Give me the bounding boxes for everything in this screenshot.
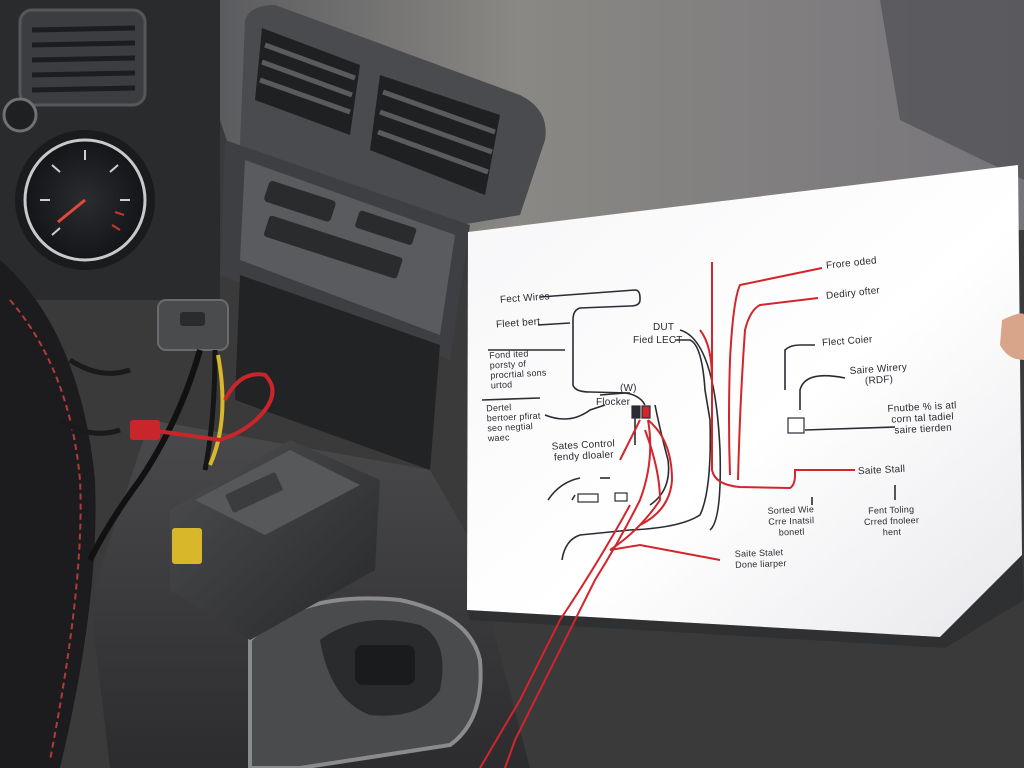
connector-plug-slot — [180, 312, 205, 326]
black-wire-1 — [87, 349, 203, 562]
hand-thumb — [1000, 313, 1024, 360]
paper-shadow — [467, 555, 1024, 648]
gauge-red-ticks — [111, 211, 125, 231]
center-vent-slats — [259, 42, 496, 175]
diagram-paper — [467, 165, 1022, 637]
label-sates-control: Sates Control fendy dloaler — [551, 438, 616, 464]
steering-wheel — [0, 260, 96, 768]
misc-wires-left — [58, 357, 131, 436]
yellow-wire — [208, 354, 225, 466]
label-saite-stalet: Saite Stalet Done liarper — [734, 547, 787, 570]
gauge-ticks — [40, 150, 130, 236]
label-saire-wirery: Saire Wirery (RDF) — [849, 362, 908, 387]
cubby — [235, 275, 440, 470]
gear-shift-slot — [355, 645, 415, 685]
label-dut: DUT — [653, 322, 675, 333]
red-wire-loop — [149, 372, 275, 443]
gauge-needle — [57, 198, 86, 224]
label-fied-lect: Fied LECT — [633, 335, 683, 346]
left-knob — [2, 97, 38, 133]
red-connector — [130, 420, 160, 440]
label-fent-toling: Fent Toling Crred fnoleer hent — [863, 504, 920, 538]
relay-box-yellow-connector — [172, 528, 202, 564]
dashboard-shadow-right — [880, 0, 1024, 180]
radio-buttons — [263, 181, 417, 279]
label-w: (W) — [620, 383, 637, 394]
diagram-black-lines — [481, 289, 896, 561]
label-dertel-block: Dertel bertoer pfirat seo negtial waec — [485, 402, 541, 444]
label-flocker: Flocker — [596, 397, 631, 408]
label-fond-block: Fond ited porsty of procrtial sons urtod — [488, 348, 547, 391]
diagram-red-lines — [479, 262, 855, 768]
steering-wheel-stitching — [9, 299, 82, 761]
left-vent-slats — [31, 25, 136, 93]
relay-box-label — [225, 472, 283, 513]
label-fnutbe: Fnutbe % is atl corn tal tadiel saire ti… — [887, 400, 957, 437]
black-wire-2 — [202, 349, 218, 471]
diagram-small-components — [577, 405, 805, 503]
label-sorted-wie: Sorted Wie Crre Inatsil bonetl — [767, 504, 815, 538]
